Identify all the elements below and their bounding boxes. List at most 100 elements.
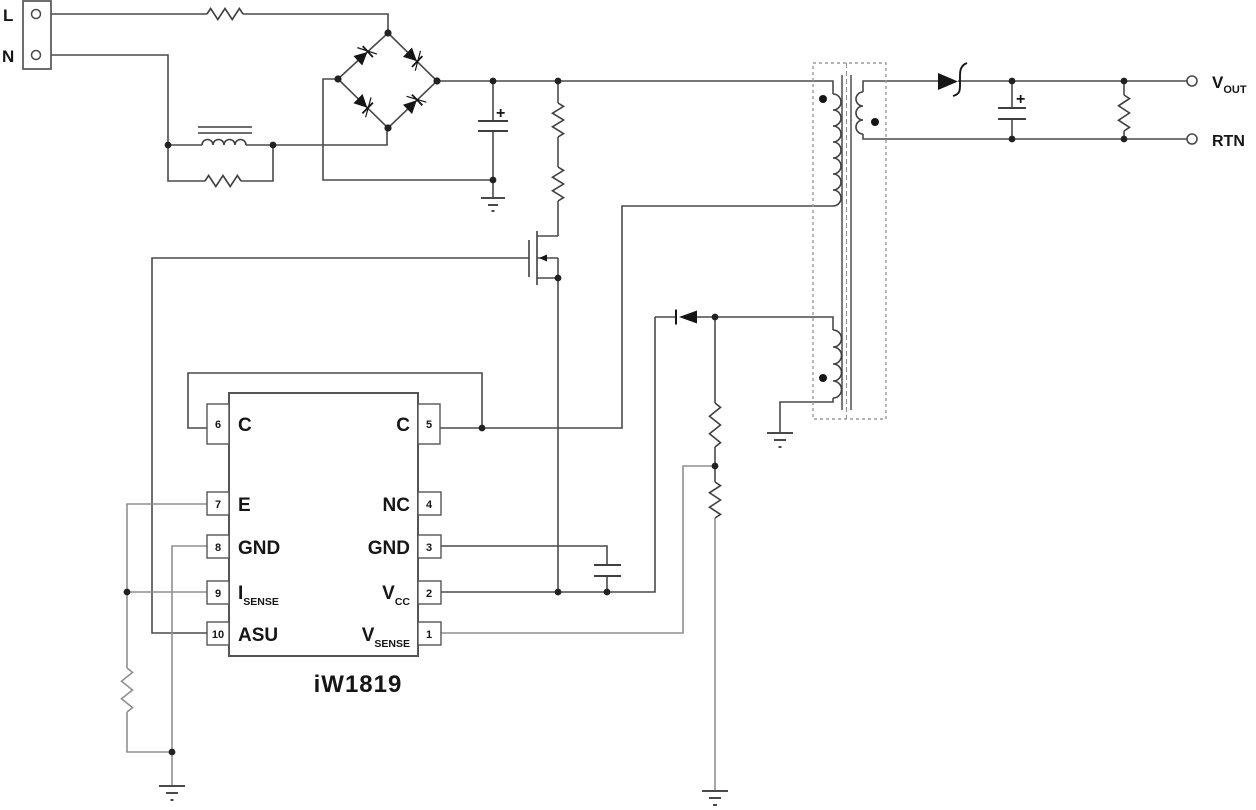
primary-winding (832, 93, 842, 207)
pin-label-c-left: C (238, 415, 252, 436)
vsense-divider (702, 402, 728, 806)
bridge-diode-top-right (402, 47, 424, 71)
gate-asu-wire (151, 257, 529, 634)
vout-terminal-circle (1186, 75, 1198, 87)
pin-box-5 (417, 403, 441, 445)
pin-label-asu: ASU (238, 625, 278, 646)
pin-number-2: 2 (426, 588, 432, 600)
startup-resistor-1 (550, 102, 566, 138)
pin-label-c-right: C (396, 415, 410, 436)
label-rtn: RTN (1212, 133, 1245, 150)
bridge-diamond (336, 31, 439, 130)
ac-input-terminal-block: L N (2, 0, 52, 70)
bulk-cap-plus-sign: + (496, 105, 505, 122)
signal-ground (159, 785, 185, 801)
junction-dot (1008, 77, 1016, 85)
choke-coil (201, 138, 247, 146)
bridge-negative-wire (322, 78, 493, 181)
line-n-wire (40, 54, 169, 145)
bulk-cap-plates (478, 120, 508, 132)
pin-number-10: 10 (212, 629, 224, 641)
bulk-capacitor: + (478, 105, 508, 212)
current-sense (120, 667, 185, 801)
pin-box-2 (417, 580, 442, 605)
pin-box-3 (417, 534, 442, 559)
secondary-polarity-dot (871, 118, 879, 126)
pin-label-e: E (238, 495, 251, 516)
junction-dot (603, 588, 611, 596)
choke-leads-wire (168, 128, 388, 146)
auxiliary-winding (832, 329, 843, 399)
label-vout: VOUT (1212, 73, 1247, 96)
pin-label-vcc: VCC (382, 583, 410, 608)
choke-damping-resistor (204, 174, 242, 188)
pin-number-8: 8 (215, 542, 221, 554)
label-line: L (3, 6, 13, 25)
junction-dot (1120, 77, 1128, 85)
junction-dot (164, 141, 172, 149)
auxiliary-polarity-dot (819, 374, 827, 382)
pin-label-gnd-right: GND (368, 538, 410, 559)
junction-dot (334, 75, 342, 83)
pin-label-nc: NC (383, 495, 411, 516)
output-rectifier-diode (938, 73, 958, 90)
junction-dot (554, 77, 562, 85)
junction-dot (489, 77, 497, 85)
terminal-n-circle (30, 49, 42, 61)
junction-dot (1008, 135, 1016, 143)
mosfet-body-arrow (539, 254, 547, 262)
terminal-l-circle (30, 8, 42, 20)
flyback-transformer (767, 62, 887, 448)
current-sense-resistor (120, 667, 134, 713)
startup-mosfet (528, 231, 558, 285)
choke-core-lines (198, 126, 252, 134)
pin-box-4 (417, 491, 442, 516)
pin-number-6: 6 (215, 419, 221, 431)
bridge-diode-bottom-left (353, 93, 374, 118)
secondary-bottom-wire (862, 134, 1187, 140)
primary-ground-1 (481, 197, 505, 212)
junction-dot (554, 588, 562, 596)
output-cap-plus-sign: + (1016, 91, 1025, 108)
ic-body (228, 392, 419, 657)
bridge-rectifier (336, 31, 439, 130)
pin-box-1 (417, 621, 442, 646)
pin6-loop-wire (187, 372, 483, 429)
startup-resistors (550, 102, 566, 202)
divider-ground (702, 790, 728, 806)
junction-dots (123, 29, 1128, 756)
damping-loop-wire (167, 145, 274, 182)
output-stage: + VOUT RTN (938, 62, 1247, 150)
gnd3-wire (441, 545, 608, 592)
junction-dot (384, 29, 392, 37)
junction-dot (384, 124, 392, 132)
junction-dot (433, 77, 441, 85)
junction-dot (1120, 135, 1128, 143)
pin-label-isense: ISENSE (238, 583, 279, 608)
junction-dot (269, 141, 277, 149)
primary-polarity-dot (819, 95, 827, 103)
vsense-divider-resistor-lower (708, 481, 722, 519)
pin-box-9 (206, 580, 230, 605)
transformer-boundary-dashed (812, 62, 887, 420)
vcc-rectifier-diode (679, 310, 697, 324)
junction-dot (554, 274, 562, 282)
secondary-top-wire (862, 80, 938, 92)
hv-bus-wire (437, 80, 834, 94)
ic-part-name: iW1819 (314, 671, 403, 698)
common-mode-choke (198, 126, 252, 146)
rtn-terminal-circle (1186, 133, 1198, 145)
pin-number-5: 5 (426, 419, 432, 431)
pin-box-8 (206, 534, 230, 559)
wiring (40, 13, 1187, 791)
pin-box-6 (206, 403, 230, 445)
emitter-wire (126, 503, 207, 753)
vsense-wire (441, 465, 715, 634)
auxiliary-ground (767, 432, 793, 448)
pin-number-1: 1 (426, 629, 432, 641)
vsense-divider-resistor-upper (708, 402, 722, 448)
controller-ic: 6 7 8 9 10 5 4 3 2 1 C E GND ISENSE ASU … (206, 392, 442, 698)
pin-number-4: 4 (426, 499, 433, 511)
pin-label-gnd-left: GND (238, 538, 280, 559)
